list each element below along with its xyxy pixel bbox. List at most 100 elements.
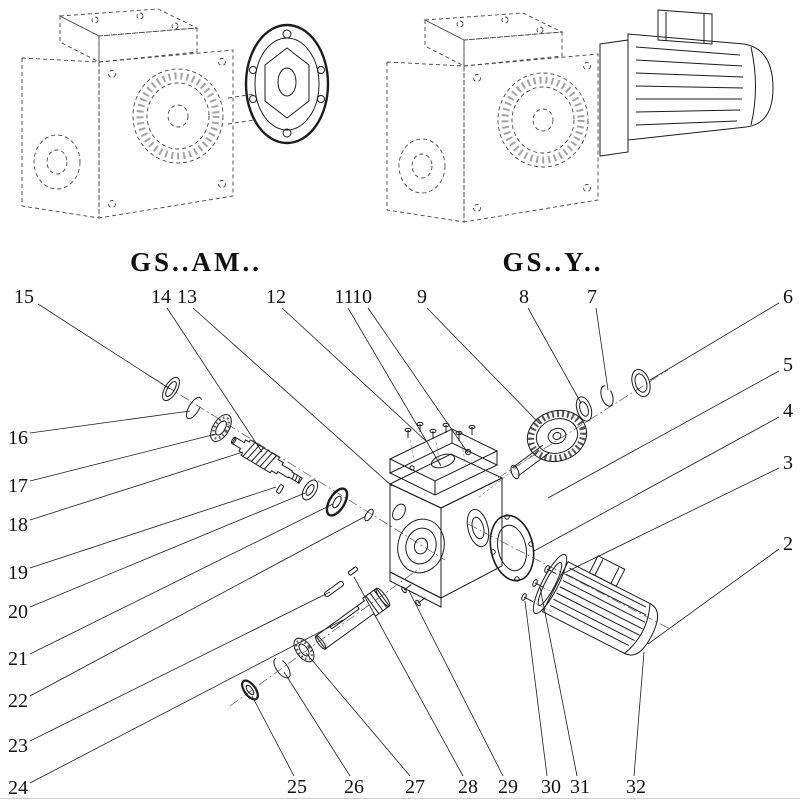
leader-line-12	[281, 307, 427, 442]
leader-line-11	[347, 307, 442, 467]
motor-exploded	[467, 523, 677, 656]
gear-shaft	[511, 444, 550, 477]
part-number-19: 19	[8, 562, 28, 584]
part-number-25: 25	[287, 776, 307, 798]
exploded-view	[149, 368, 677, 707]
leader-line-8	[527, 307, 582, 404]
leader-line-5	[547, 370, 780, 499]
part-number-28: 28	[458, 776, 478, 798]
part-number-16: 16	[8, 427, 28, 449]
pin	[347, 566, 359, 576]
part-number-32: 32	[626, 776, 646, 798]
leader-line-17	[29, 433, 217, 482]
motor-gs-y	[599, 9, 774, 157]
leader-line-15	[37, 303, 171, 390]
shim-washer	[325, 487, 349, 517]
leader-line-28	[353, 576, 464, 777]
part-number-12: 12	[266, 286, 286, 308]
leader-line-32	[633, 651, 645, 777]
leader-line-21	[29, 503, 334, 655]
leader-line-14	[166, 307, 263, 453]
drawing-gs-am	[21, 8, 330, 219]
leader-line-31	[539, 586, 578, 777]
variant-label-gs-y: GS..Y..	[502, 247, 604, 277]
leader-line-23	[29, 591, 331, 742]
leader-line-27	[305, 652, 411, 777]
o-ring	[364, 508, 374, 522]
housing-screw	[401, 584, 412, 594]
worm-wheel-teeth-hint	[501, 76, 585, 164]
end-washer	[241, 679, 259, 701]
part-number-27: 27	[405, 776, 425, 798]
part-number-18: 18	[8, 514, 28, 536]
leader-line-7	[595, 307, 609, 391]
motor-bolt	[544, 565, 557, 574]
drawing-gs-y	[386, 9, 774, 223]
housing-screw	[415, 597, 426, 607]
leader-line-2	[647, 548, 780, 645]
leader-line-3	[559, 467, 780, 576]
circlip	[600, 385, 614, 407]
leader-line-25	[251, 695, 295, 777]
part-number-8: 8	[519, 286, 529, 308]
flange-ring	[489, 514, 535, 582]
part-number-26: 26	[344, 776, 364, 798]
part-number-31: 31	[570, 776, 590, 798]
dowel-pin	[276, 484, 284, 494]
leader-line-20	[29, 492, 306, 608]
leader-line-13	[192, 307, 393, 487]
part-number-15: 15	[14, 286, 34, 308]
part-number-24: 24	[8, 777, 28, 799]
leader-line-30	[524, 600, 548, 777]
motor-bolt	[532, 579, 545, 588]
variant-label-gs-am: GS..AM..	[130, 247, 262, 277]
part-number-14: 14	[151, 286, 171, 308]
leader-line-4	[533, 416, 780, 552]
part-number-10: 10	[352, 286, 372, 308]
leader-line-19	[29, 486, 277, 569]
leader-line-10	[367, 307, 469, 454]
part-number-2: 2	[783, 533, 793, 555]
output-shaft-parts	[229, 566, 421, 707]
part-number-9: 9	[417, 286, 427, 308]
leader-line-16	[29, 410, 191, 434]
worm-shaft	[230, 436, 303, 484]
part-number-17: 17	[8, 475, 28, 497]
part-number-11: 11	[334, 286, 353, 308]
cover-assembly	[388, 421, 499, 496]
part-number-20: 20	[8, 601, 28, 623]
part-number-7: 7	[587, 286, 597, 308]
bearing	[575, 396, 593, 422]
bearing	[210, 413, 232, 443]
motor-body	[532, 553, 659, 656]
part-number-23: 23	[8, 735, 28, 757]
housing	[388, 453, 504, 608]
housing-foot	[389, 571, 442, 608]
motor-bolt	[521, 593, 534, 602]
part-number-4: 4	[783, 400, 793, 422]
part-number-3: 3	[783, 452, 793, 474]
part-number-6: 6	[783, 286, 793, 308]
part-number-29: 29	[498, 776, 518, 798]
part-number-21: 21	[8, 648, 28, 670]
part-number-13: 13	[177, 286, 197, 308]
bearing	[293, 637, 315, 663]
part-number-22: 22	[8, 690, 28, 712]
leader-line-18	[29, 451, 244, 521]
leader-line-9	[426, 307, 541, 425]
shaft-key	[324, 580, 344, 598]
output-shaft	[314, 587, 391, 650]
gear-set	[477, 368, 669, 499]
part-number-5: 5	[783, 354, 793, 376]
leader-line-22	[29, 515, 367, 697]
seal-ring	[631, 368, 651, 398]
flange-gs-am	[244, 23, 330, 145]
output-bore	[397, 518, 445, 574]
worm-wheel-teeth-hint	[136, 72, 220, 160]
input-bore	[392, 503, 406, 521]
circlip	[185, 396, 203, 420]
circlip	[273, 657, 291, 679]
